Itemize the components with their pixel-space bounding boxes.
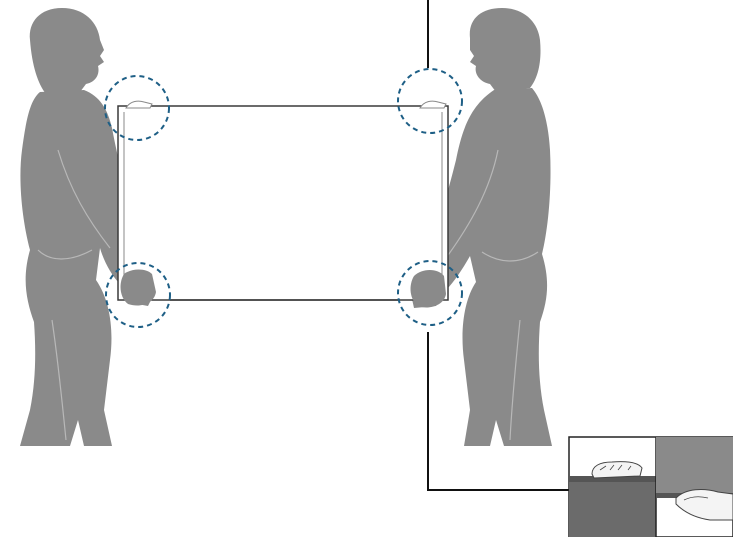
person-left-detail-lines (37, 149, 111, 441)
callout-rings (104, 68, 463, 328)
hand-top-grip-icon (125, 100, 447, 109)
callout-bottom-right (397, 260, 463, 326)
leader-line-bottom (427, 332, 570, 491)
inset-bottom-hand-icon (675, 489, 733, 521)
callout-bottom-left (105, 262, 171, 328)
display-panel (117, 105, 449, 301)
inset-detail (568, 436, 733, 537)
hand-bottom-grip-icon (120, 269, 446, 308)
callout-top-right (397, 68, 463, 134)
person-right-detail-lines (445, 149, 539, 441)
callout-top-left (104, 75, 170, 141)
inset-top-hand-icon (591, 461, 643, 479)
